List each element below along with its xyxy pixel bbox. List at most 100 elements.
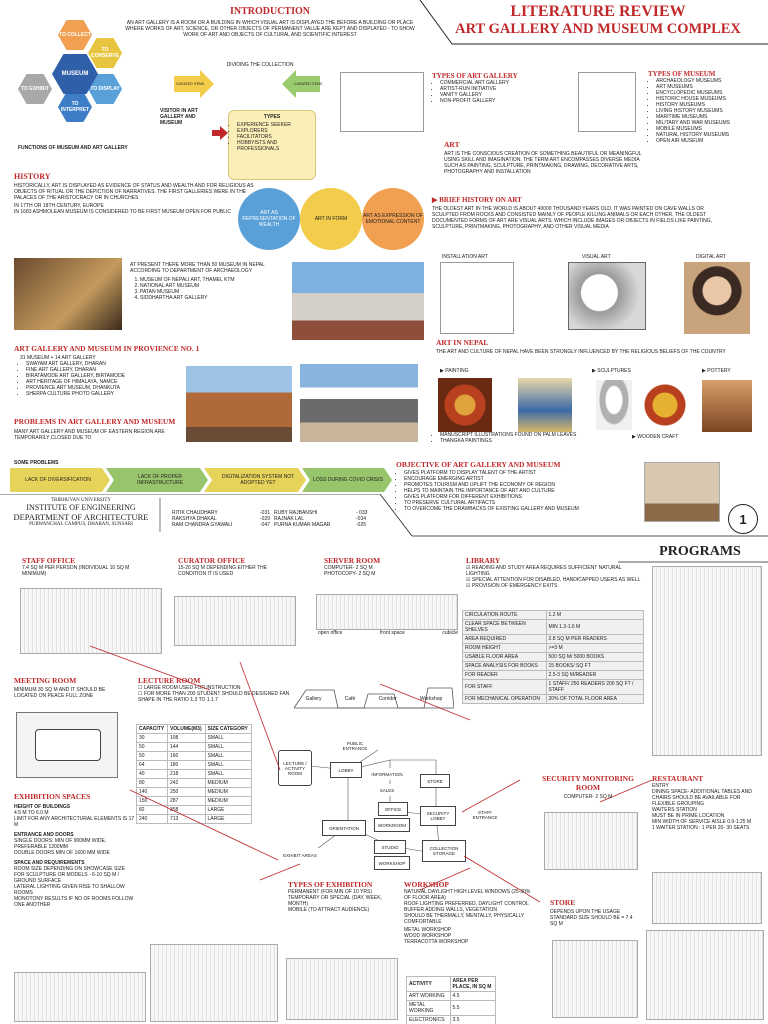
caption-label: VISUAL ART (582, 254, 611, 260)
introduction-text: AN ART GALLERY IS A ROOM OR A BUILDING I… (125, 20, 415, 38)
store-heading: STORE (550, 898, 576, 907)
checkbox-icon: ☐ (138, 685, 144, 691)
checkbox-icon: ☑ (466, 583, 472, 589)
types-museum-item: LIVING HISTORY MUSEUMS (656, 108, 766, 114)
student-roll: -031 (260, 510, 271, 516)
node-label: EXHIBIT AREAS (283, 852, 317, 858)
security-sketch (544, 812, 638, 870)
library-point: ☑ SPECIAL ATTENTION FOR DISABLED, HANDIC… (466, 577, 642, 583)
space-item: MONOTONY RESULTS IF NO OF ROOMS FOLLOW O… (14, 896, 134, 908)
label-painting: ▶ PAINTING (440, 368, 468, 374)
province-item: SHERPA CULTURE PHOTO GALLERY (26, 391, 274, 397)
types-museum-item: ART MUSEUMS (656, 84, 766, 90)
problem-arrow-4: LOSS DURING COVID CRISIS (313, 477, 383, 483)
arrow-icon: ▶ (440, 368, 446, 374)
wooden-craft-text: WOODEN CRAFT (637, 434, 679, 440)
types-gallery-heading: TYPES OF ART GALLERY (432, 72, 518, 80)
gallery-interior-photo (644, 462, 720, 522)
gallery-section-sketch: Gallery Café Corridor Workshop (293, 682, 455, 712)
museum-item: NATIONAL ART MUSEUM (140, 283, 280, 289)
node-label: PUBLIC ENTRANCE (342, 741, 368, 751)
student-roll: -029 (260, 516, 271, 522)
meeting-heading: MEETING ROOM (14, 676, 77, 685)
library-point: ☑ PROVISION OF EMERGENCY EXITS (466, 583, 642, 589)
store-section: STORE DEPENDS UPON THE USAGE STANDARD SI… (550, 898, 640, 927)
objective-item: GIVES PLATFORM FOR DIFFERENT EXHIBITIONS (404, 494, 642, 500)
hex-label: MUSEUM (61, 71, 89, 77)
arrow-right-label: CURATED ITEMS (294, 82, 323, 86)
workshop-point: BUFFER ADDING WALLS, VEGETATION (404, 907, 497, 913)
section-label: Café (344, 696, 356, 702)
workshop-point: SHOULD BE THERMALLY, MENTALLY, PHYSICALL… (404, 913, 525, 925)
objective-item: TO PRESERVE CULTURAL ARTIFACTS (404, 500, 642, 506)
mountain-photo (300, 364, 418, 442)
node-store: STORE (420, 774, 450, 788)
types-museum-item: MARITIME MUSEUMS (656, 114, 766, 120)
library-point-text: PROVISION OF EMERGENCY EXITS (471, 583, 558, 589)
types-box: TYPES EXPERIENCE SEEKER EXPLORERS FACILI… (228, 110, 316, 180)
library-heading: LIBRARY (466, 556, 501, 565)
types-gallery-section: TYPES OF ART GALLERY COMMERCIAL ART GALL… (432, 72, 572, 104)
student-name: RUBY RAJBANSHI (274, 510, 318, 516)
student-roll: -034 (356, 516, 367, 522)
workshop-cell: 3.5 (449, 1015, 497, 1024)
nepal-museums-text: AT PRESENT THERE MORE THAN 50 MUSEUM IN … (130, 262, 280, 301)
staff-section: STAFF OFFICE 7.4 SQ M PER PERSON (INDIVI… (22, 556, 142, 577)
restaurant-point: MUST BE IN PRIME LOCATION (652, 813, 725, 819)
types-museum-item: HISTORY MUSEUMS (656, 102, 766, 108)
arrow-icon: ▶ (432, 196, 440, 204)
workshop-point: METAL WORKSHOP (404, 927, 452, 933)
node-exhibit-areas: EXHIBIT AREAS (278, 848, 322, 862)
doors-title: ENTRANCE AND DOORS (14, 832, 74, 838)
titleblock-names-left: RITIK CHAUDHARY-031 RAKSHYA DHAKAL-029 R… (172, 510, 292, 528)
node-workshop: WORKSHOP (374, 856, 410, 870)
staff-figures-sketch (20, 588, 162, 654)
introduction-section: INTRODUCTION AN ART GALLERY IS A ROOM OR… (120, 6, 420, 38)
caption-digital-art: DIGITAL ART (696, 254, 726, 260)
province-item: ART HERITAGE OF HIMALAYA, NAMCE (26, 379, 274, 385)
types-gallery-item: NON-PROFIT GALLERY (440, 98, 572, 104)
types-exhibition-item: TEMPORARY OR SPECIAL (DAY, WEEK, MONTH) (288, 895, 382, 907)
node-public-entrance: PUBLIC ENTRANCE (340, 738, 370, 754)
label-sculptures: ▶ SCULPTURES (592, 368, 631, 374)
caption-label: INSTALLATION ART (442, 254, 488, 260)
art-nepal-bottom-item: THANGKA PAINTINGS (440, 438, 620, 444)
node-security-lobby: SECURITY LOBBY (420, 806, 456, 826)
dividing-collection: DIVIDING THE COLLECTION (226, 62, 294, 68)
types-museum-item: NATURAL HISTORY MUSEUMS (656, 132, 766, 138)
security-text: COMPUTER- 2 SQ M (563, 794, 613, 800)
province-list: SWAYAM ART GALLERY, DHARAN FINE ART GALL… (14, 361, 274, 397)
node-collection-storage: COLLECTION STORAGE (422, 840, 466, 862)
problem-arrow-3: DIGITALIZATION SYSTEM NOT ADOPTED YET (221, 474, 295, 486)
art-nepal-bottom-list: MANUSCRIPT ILLUSTRATIONS FOUND ON PALM L… (432, 432, 620, 444)
meeting-text: MINIMUM 30 SQ M AND IT SHOULD BE LOCATED… (14, 687, 106, 699)
library-point-text: READING AND STUDY AREA REQUIRES SUFFICIE… (466, 565, 622, 577)
problems-arrows (10, 468, 392, 492)
node-office: OFFICE (378, 802, 408, 816)
lecture-point-text: FOR MORE THAN 200 STUDENT SHOULD BE DESI… (138, 691, 290, 703)
lecture-point: ☐ LARGE ROOM USED FOR INSTRUCTION (138, 685, 294, 691)
objective-list: GIVES PLATFORM TO DISPLAY TALENT OF THE … (396, 470, 642, 512)
province-item: FINE ART GALLERY, DHARAN (26, 367, 274, 373)
titleblock-names-right: RUBY RAJBANSHI- 033 RAJNAK LAL-034 PURNA… (274, 510, 394, 528)
objective-item: ENCOURAGE EMERGING ARTIST (404, 476, 642, 482)
workshop-point: WOOD WORKSHOP (404, 933, 452, 939)
server-caption: cubicle (442, 630, 458, 636)
hex-to-interpret: TO INTERPRET (58, 92, 92, 122)
hex-label: TO EXHIBIT (21, 86, 49, 92)
lecture-section: LECTURE ROOM ☐ LARGE ROOM USED FOR INSTR… (138, 676, 294, 703)
digital-art-photo (684, 262, 750, 334)
space-title: SPACE AND REQUIREMENTS (14, 860, 85, 866)
label-pottery: ▶ POTTERY (702, 368, 731, 374)
workshop-column-header: ACTIVITY (406, 976, 451, 992)
painting-photo-1 (438, 378, 492, 432)
history-heading: HISTORY (14, 172, 51, 181)
workshop-cell: 5.5 (449, 1000, 497, 1016)
art-nepal-heading: ART IN NEPAL (436, 338, 489, 347)
library-sketch (652, 566, 762, 756)
library-point-text: SPECIAL ATTENTION FOR DISABLED, HANDICAP… (471, 577, 641, 583)
circle-label: ART AS EXPRESSION OF EMOTIONAL CONTENT (363, 213, 423, 225)
